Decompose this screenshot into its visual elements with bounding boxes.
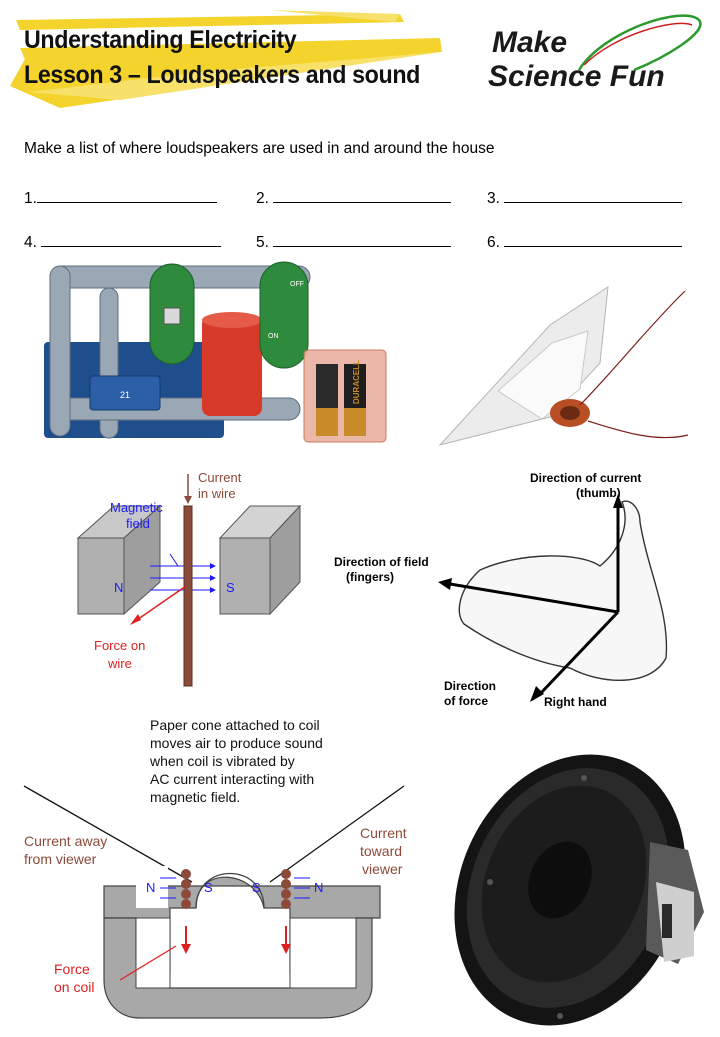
answer-blank-6[interactable]: 6. bbox=[487, 230, 683, 252]
loudspeaker-cross-section-diagram: Paper cone attached to coil moves air to… bbox=[23, 717, 407, 1019]
battery-brand-label: DURACELL bbox=[352, 360, 361, 404]
logo-text-make: Make bbox=[492, 26, 568, 59]
answer-blank-3[interactable]: 3. bbox=[487, 186, 683, 208]
direction-of-field-label: Direction of field(fingers) bbox=[334, 555, 429, 584]
right-south-label: S bbox=[252, 880, 261, 895]
blank-label: 1. bbox=[24, 190, 37, 207]
snap-circuit-photo: 21 ON OFF DURACELL bbox=[44, 261, 387, 443]
worksheet-instruction: Make a list of where loudspeakers are us… bbox=[24, 140, 495, 157]
lesson-subtitle: Lesson 3 – Loudspeakers and sound bbox=[24, 61, 421, 89]
south-pole-label: S bbox=[226, 580, 235, 595]
right-north-label: N bbox=[314, 880, 323, 895]
blank-label: 3. bbox=[487, 190, 500, 207]
left-coil-icon bbox=[181, 869, 191, 909]
blank-label: 4. bbox=[24, 234, 37, 251]
answer-blank-2[interactable]: 2. bbox=[256, 186, 452, 208]
direction-of-current-label: Direction of current(thumb) bbox=[530, 471, 641, 500]
answer-blank-4[interactable]: 4. bbox=[24, 230, 222, 252]
logo-text-science-fun: Science Fun bbox=[488, 60, 665, 93]
blank-label: 2. bbox=[256, 190, 269, 207]
left-north-label: N bbox=[146, 880, 155, 895]
north-pole-label: N bbox=[114, 580, 123, 595]
answer-blank-1[interactable]: 1. bbox=[24, 186, 217, 208]
right-hand-label: Right hand bbox=[544, 695, 607, 709]
speaker-caption: Paper cone attached to coil moves air to… bbox=[149, 717, 327, 805]
block-label: 21 bbox=[120, 390, 130, 400]
logo-swoosh-icon bbox=[577, 14, 702, 72]
switch-off-label: OFF bbox=[290, 281, 304, 288]
left-south-label: S bbox=[204, 880, 213, 895]
blank-label: 5. bbox=[256, 234, 269, 251]
right-hand-rule-diagram: Direction of current(thumb) Direction of… bbox=[334, 471, 668, 709]
loudspeaker-photo bbox=[454, 754, 704, 1026]
page-title: Understanding Electricity bbox=[24, 26, 297, 54]
make-science-fun-logo: Make Science Fun bbox=[484, 10, 714, 105]
blank-label: 6. bbox=[487, 234, 500, 251]
header-banner bbox=[10, 10, 442, 108]
right-coil-icon bbox=[281, 869, 291, 909]
switch-on-label: ON bbox=[268, 333, 279, 340]
homemade-speaker-photo bbox=[438, 286, 689, 446]
answer-blank-5[interactable]: 5. bbox=[256, 230, 452, 252]
